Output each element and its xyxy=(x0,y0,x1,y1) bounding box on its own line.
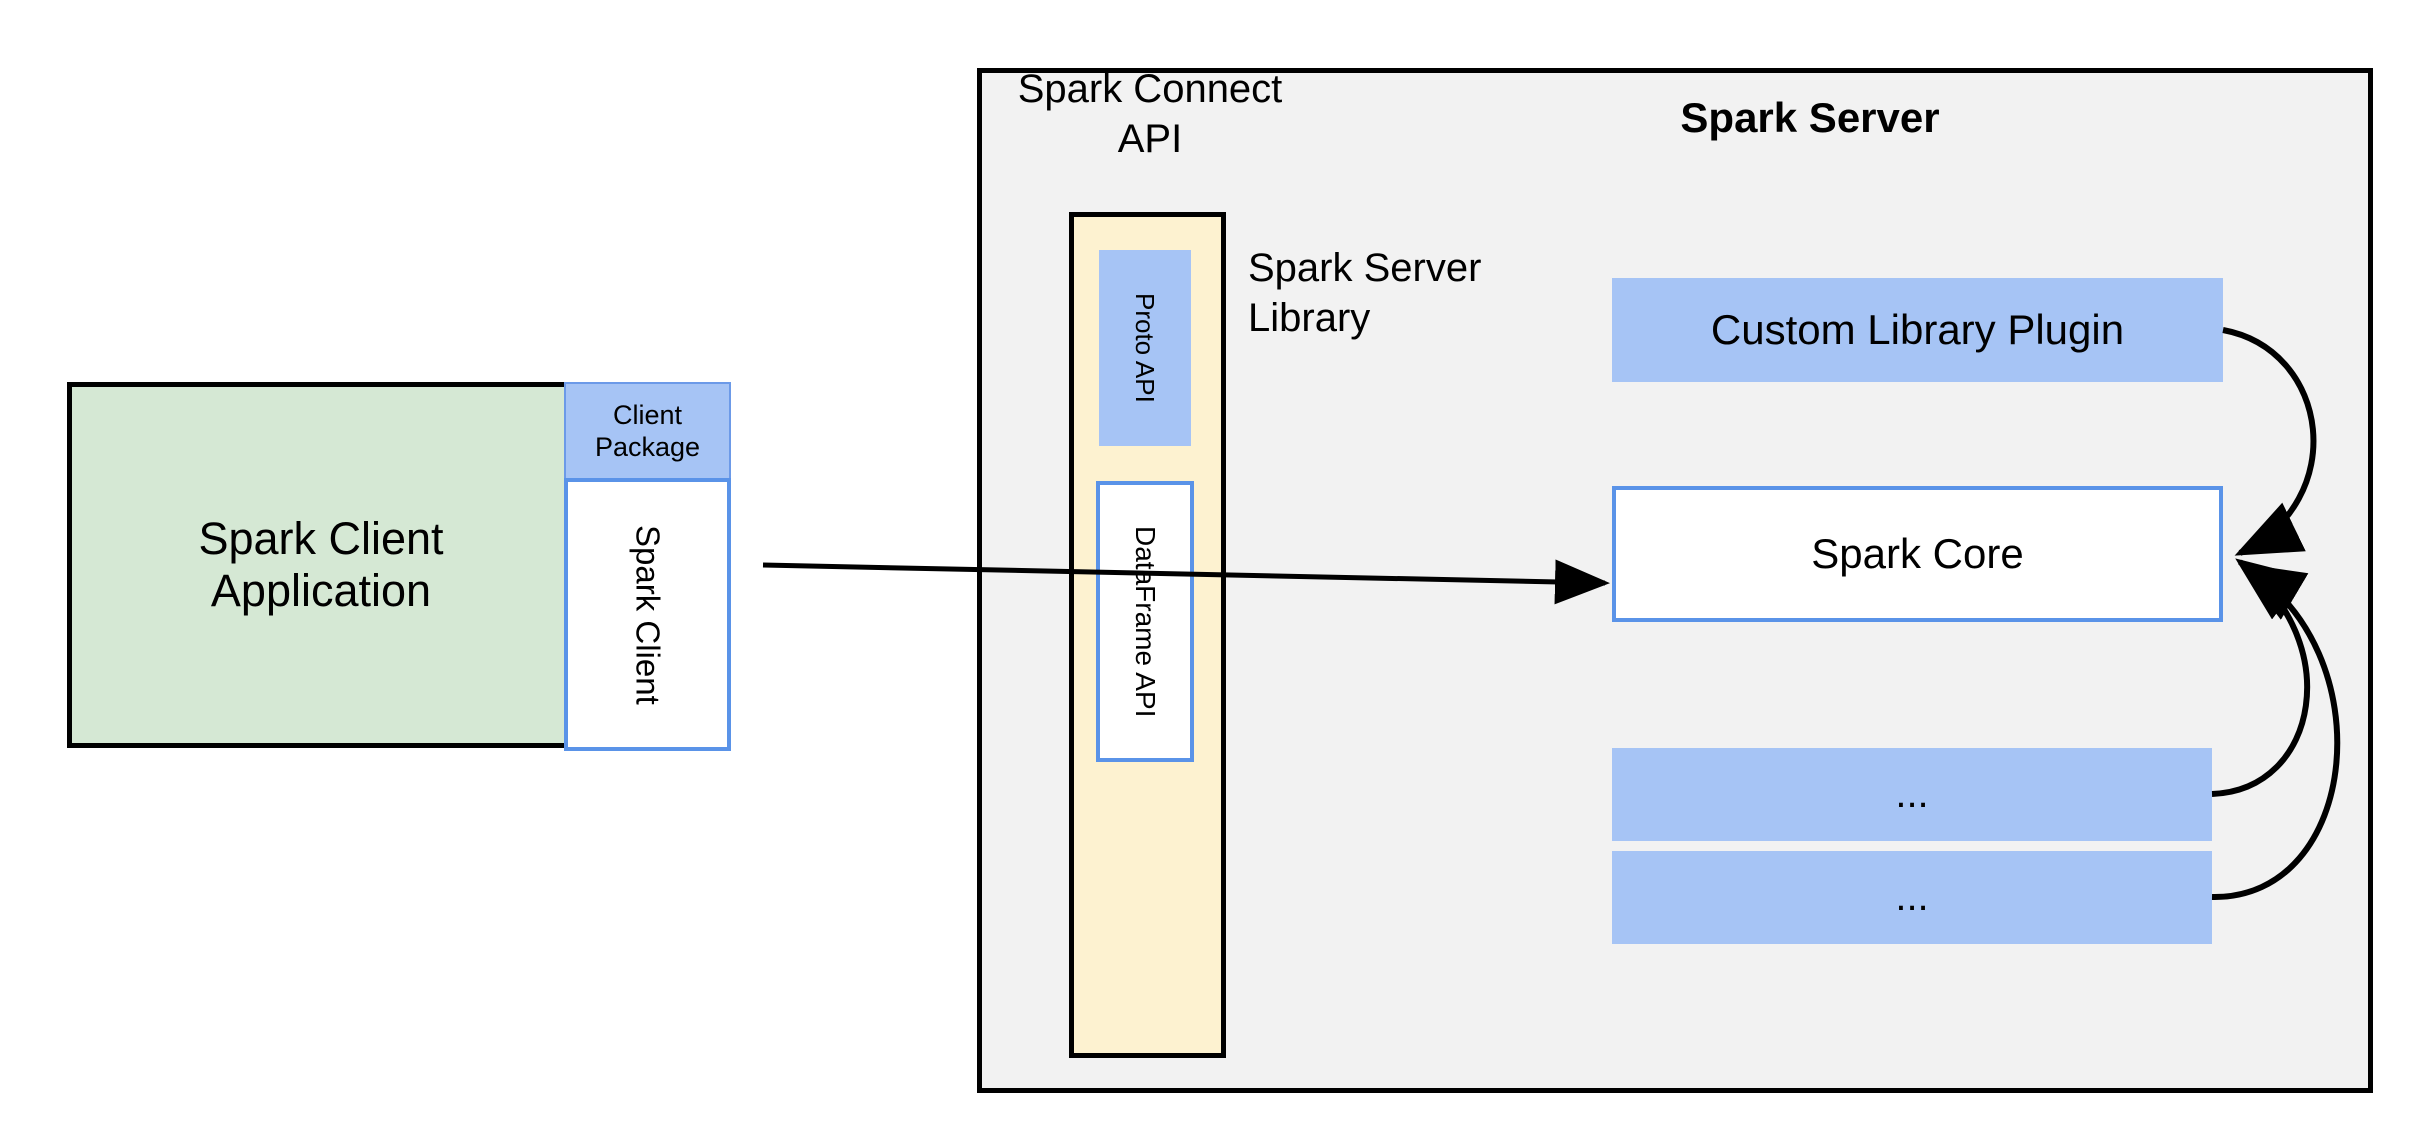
dataframe-api-box[interactable]: DataFrame API xyxy=(1096,481,1194,762)
spark-core-box[interactable]: Spark Core xyxy=(1612,486,2223,622)
proto-api-label: Proto API xyxy=(1130,293,1161,403)
spark-client-application-label: Spark Client Application xyxy=(198,512,444,616)
spark-client-application-box[interactable]: Spark Client Application xyxy=(67,382,575,748)
client-package-box[interactable]: Client Package xyxy=(564,382,731,479)
custom-library-plugin-box[interactable]: Custom Library Plugin xyxy=(1612,278,2223,382)
server-component-placeholder-2[interactable]: ... xyxy=(1612,851,2212,944)
spark-client-label: Spark Client xyxy=(629,524,667,705)
spark-connect-api-label: Spark Connect API xyxy=(1017,67,1283,161)
spark-client-box[interactable]: Spark Client xyxy=(564,478,731,751)
server-component-placeholder-1[interactable]: ... xyxy=(1612,748,2212,841)
spark-server-library-label: Spark Server Library xyxy=(1248,246,1482,340)
dataframe-api-label: DataFrame API xyxy=(1130,525,1162,718)
proto-api-box[interactable]: Proto API xyxy=(1099,250,1191,446)
spark-server-title: Spark Server xyxy=(1680,94,1940,141)
